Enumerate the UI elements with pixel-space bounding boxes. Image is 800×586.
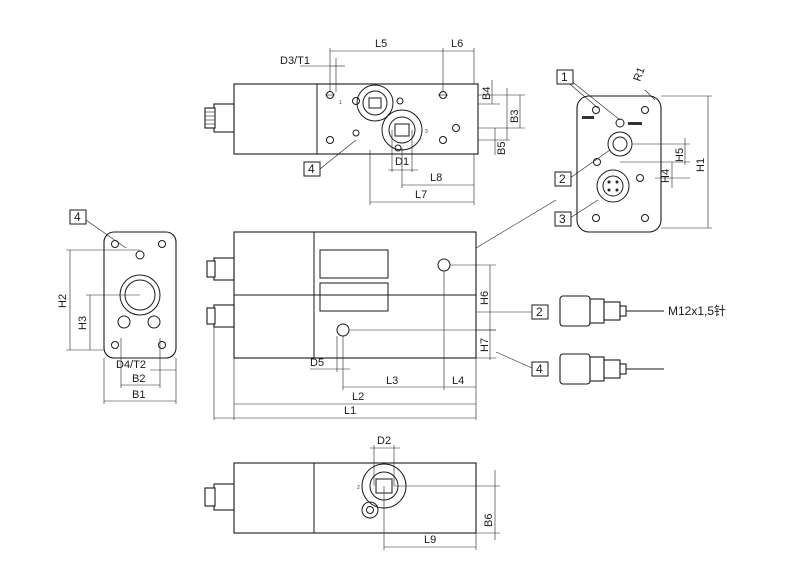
top-view: 1 3 L5 L6 D3/T1 B4 B3: [204, 38, 525, 205]
dim-L7: L7: [415, 189, 427, 201]
dim-B4: B4: [481, 87, 493, 100]
dim-L1: L1: [344, 405, 356, 417]
dim-L2: L2: [352, 391, 364, 403]
dim-D3T1: D3/T1: [280, 55, 310, 67]
dim-H2: H2: [57, 294, 69, 308]
dim-B2: B2: [132, 373, 145, 385]
dim-L5: L5: [375, 38, 387, 50]
callout-2-plug: 2: [536, 305, 543, 319]
dim-B3: B3: [509, 110, 521, 123]
dim-L6: L6: [451, 38, 463, 50]
pin-mark-2: 2: [357, 485, 360, 491]
dim-L4: L4: [452, 375, 464, 387]
dim-B5: B5: [496, 142, 508, 155]
dim-D1: D1: [395, 156, 409, 168]
dim-B1: B1: [132, 389, 145, 401]
bottom-view: 2 D2 L9 B6: [204, 435, 500, 550]
connector-label: M12x1,5针: [668, 303, 726, 318]
pin-mark-3: 3: [425, 129, 428, 135]
dim-D2: D2: [377, 435, 391, 447]
plug-connector-4: 4: [495, 351, 664, 385]
dim-L9: L9: [424, 534, 436, 546]
dim-H5: H5: [674, 148, 686, 162]
dim-H6: H6: [479, 291, 491, 305]
dim-D4T2: D4/T2: [116, 359, 146, 371]
callout-4-plug: 4: [536, 362, 543, 376]
plug-connector-2: 2 M12x1,5针: [476, 295, 726, 327]
right-end-view: 1 2 3 R1 H1 H5 H4: [554, 66, 712, 233]
dim-R1: R1: [632, 66, 648, 83]
callout-4-top: 4: [308, 162, 315, 176]
dim-H4: H4: [660, 169, 672, 183]
dim-H1: H1: [695, 158, 707, 172]
callout-4-left: 4: [74, 210, 81, 224]
callout-1: 1: [561, 70, 568, 84]
front-view: H6 H7 D5 L3 L4 L2 L1: [206, 199, 557, 420]
dim-D5: D5: [310, 357, 324, 369]
dim-H3: H3: [77, 316, 89, 330]
callout-3: 3: [559, 212, 566, 226]
callout-2-end: 2: [559, 172, 566, 186]
left-end-view: 4 H2 H3 D4/T2 B2 B1: [57, 209, 177, 404]
dim-L8: L8: [430, 172, 442, 184]
dim-B6: B6: [483, 514, 495, 527]
pin-mark-1: 1: [339, 100, 342, 106]
dim-H7: H7: [479, 338, 491, 352]
dim-L3: L3: [386, 375, 398, 387]
